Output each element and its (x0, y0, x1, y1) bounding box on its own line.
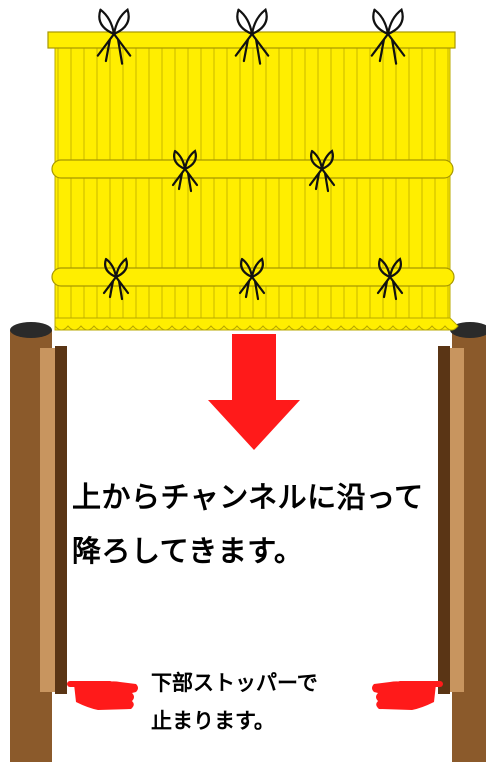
pointing-hand-left (372, 681, 443, 710)
right-post (438, 322, 486, 762)
rope-tie (238, 257, 266, 301)
instruction-text: 上からチャンネルに沿って 降ろしてきます。 (72, 470, 424, 578)
rope-tie (370, 7, 406, 65)
left-post (10, 322, 67, 762)
stopper-note-line-1: 下部ストッパーで (151, 671, 318, 695)
rope-tie (102, 257, 130, 301)
instruction-line-1: 上からチャンネルに沿って (72, 480, 424, 514)
pointing-hand-right (67, 681, 138, 710)
bamboo-fence-panel (47, 7, 459, 331)
instruction-line-2: 降ろしてきます。 (72, 534, 304, 568)
down-arrow (208, 334, 300, 450)
stopper-note-line-2: 止まります。 (151, 709, 275, 733)
rope-tie (171, 149, 199, 193)
middle-rail (51, 159, 454, 179)
rope-tie (96, 7, 132, 65)
rope-tie (376, 257, 404, 301)
stopper-note: 下部ストッパーで 止まります。 (151, 664, 318, 740)
rope-tie (234, 7, 270, 65)
rope-tie (308, 149, 336, 193)
